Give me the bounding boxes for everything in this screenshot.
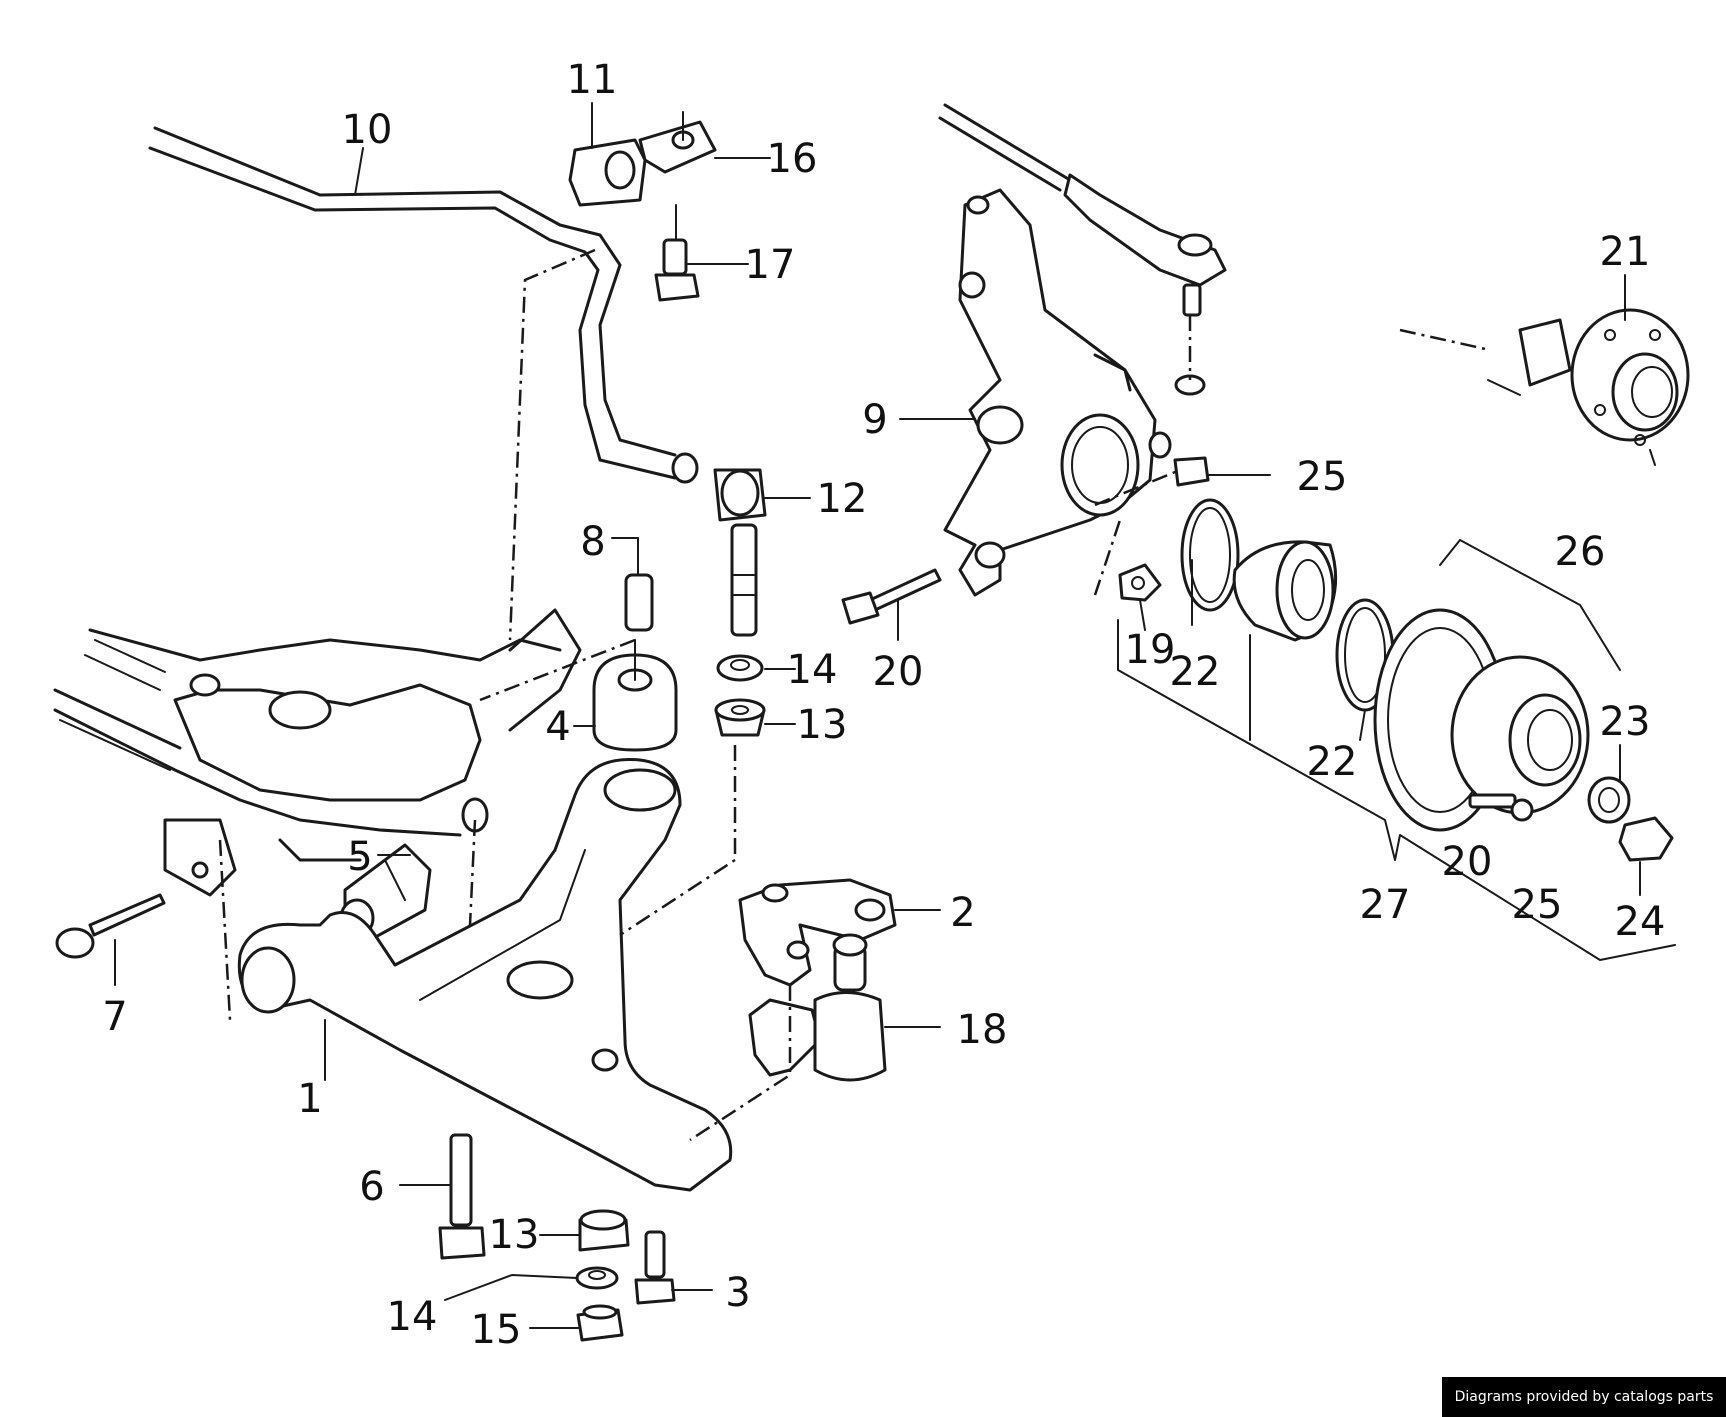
rubber-mount-part-13-lower xyxy=(578,1209,630,1252)
callout-5: 5 xyxy=(347,834,372,880)
assembly-lines xyxy=(218,248,1491,1142)
group-bracket-27 xyxy=(1117,619,1676,961)
spacer-part-23 xyxy=(1587,776,1631,824)
callout-6: 6 xyxy=(359,1164,384,1210)
bolt-part-3 xyxy=(634,1230,676,1305)
nut-part-19 xyxy=(1118,563,1162,602)
group-bracket-26 xyxy=(1439,539,1621,671)
callout-16: 16 xyxy=(767,136,818,182)
callout-27: 27 xyxy=(1360,882,1411,928)
callout-14-lower: 14 xyxy=(387,1294,438,1340)
rubber-mount-part-13-upper xyxy=(714,698,766,737)
callout-9: 9 xyxy=(862,397,887,443)
callout-2: 2 xyxy=(950,890,975,936)
control-arm-part-1 xyxy=(237,757,733,1192)
callout-13-lower: 13 xyxy=(489,1212,540,1258)
washer-part-14-lower xyxy=(575,1266,619,1290)
callout-18: 18 xyxy=(957,1007,1008,1053)
leader-lines xyxy=(114,102,1641,1329)
stabilizer-bar xyxy=(148,126,699,484)
bracket-part-2 xyxy=(738,878,897,987)
wheel-hub-part-26 xyxy=(1373,608,1590,832)
callout-1: 1 xyxy=(297,1076,322,1122)
callout-22-upper: 22 xyxy=(1170,649,1221,695)
coupling-link-12 xyxy=(713,468,767,637)
callout-25-upper: 25 xyxy=(1297,454,1348,500)
callout-19: 19 xyxy=(1125,627,1176,673)
circlip-part-22-upper xyxy=(1180,498,1240,612)
bolt-part-17 xyxy=(654,204,700,302)
steering-knuckle-part-9 xyxy=(943,188,1172,597)
bushing-part-11 xyxy=(568,138,647,207)
callout-12: 12 xyxy=(817,476,868,522)
nut-part-25-upper xyxy=(1173,374,1210,487)
callout-15: 15 xyxy=(471,1307,522,1353)
callout-7: 7 xyxy=(102,994,127,1040)
callout-20-lower: 20 xyxy=(1442,839,1493,885)
bolt-part-7 xyxy=(55,893,166,959)
provider-credit-badge: Diagrams provided by catalogs parts xyxy=(1442,1377,1726,1417)
clamp-part-16 xyxy=(638,111,717,174)
callout-3: 3 xyxy=(725,1270,750,1316)
callout-21: 21 xyxy=(1600,229,1651,275)
callout-8: 8 xyxy=(580,519,605,565)
ball-joint-part-18 xyxy=(748,933,887,1082)
callout-23: 23 xyxy=(1600,699,1651,745)
callout-11: 11 xyxy=(567,57,618,103)
callout-17: 17 xyxy=(745,242,796,288)
bolt-part-6 xyxy=(438,1133,486,1260)
nut-part-24 xyxy=(1618,816,1674,862)
callout-26: 26 xyxy=(1555,529,1606,575)
callout-14-upper: 14 xyxy=(787,647,838,693)
callout-4: 4 xyxy=(545,704,570,750)
washer-part-14-upper xyxy=(716,654,764,682)
callout-10: 10 xyxy=(342,107,393,153)
callout-22-lower: 22 xyxy=(1307,739,1358,785)
mount-part-4 xyxy=(592,639,678,752)
bolt-part-20-upper xyxy=(841,568,942,625)
wheel-bearing xyxy=(1232,540,1338,642)
nut-part-15 xyxy=(576,1304,624,1342)
callout-labels: 1 2 3 4 5 6 7 8 9 10 11 12 13 13 14 14 1… xyxy=(102,57,1665,1353)
callout-24: 24 xyxy=(1615,899,1666,945)
tie-rod xyxy=(938,103,1227,317)
hub-flange-part-21 xyxy=(1487,308,1690,466)
callout-25-lower: 25 xyxy=(1512,882,1563,928)
callout-20-upper: 20 xyxy=(873,649,924,695)
callout-13-upper: 13 xyxy=(797,702,848,748)
subframe xyxy=(53,608,582,897)
sleeve-part-8 xyxy=(624,573,654,632)
